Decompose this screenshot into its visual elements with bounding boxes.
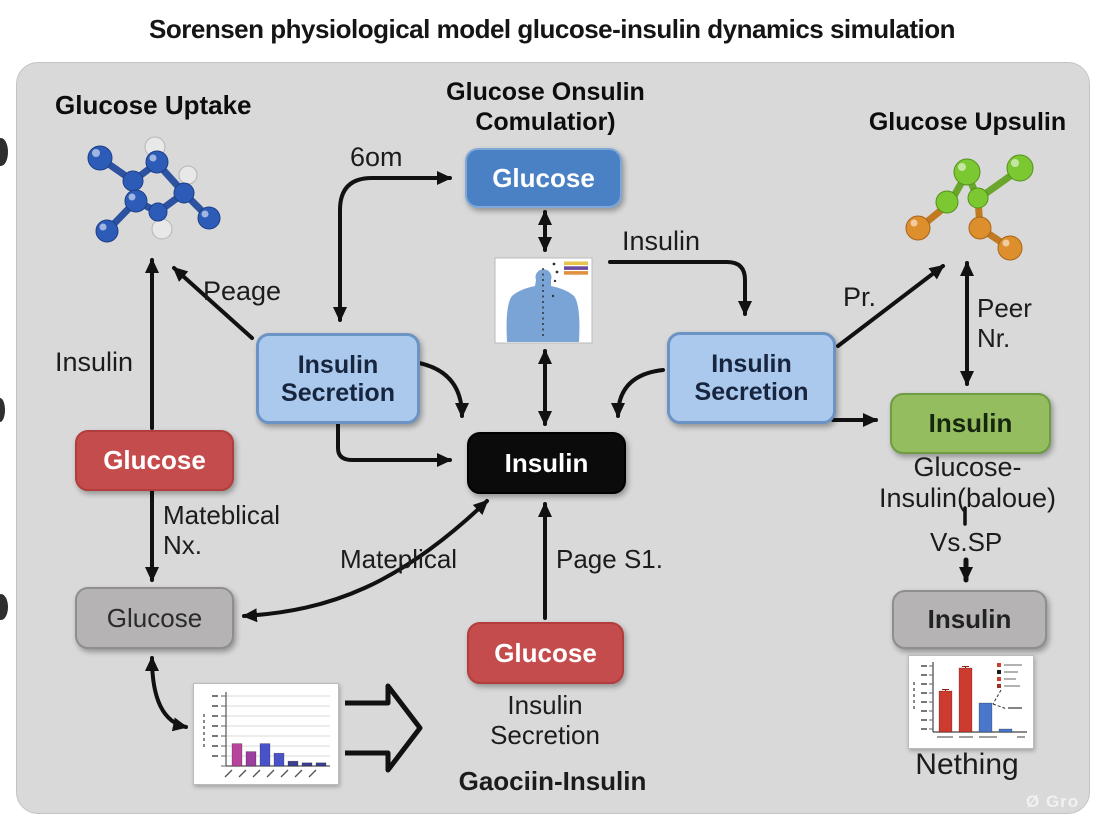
node-insulin-secretion-left: Insulin Secretion bbox=[256, 333, 420, 424]
glucose-molecule-icon bbox=[87, 136, 221, 243]
arrow-secretion-right bbox=[611, 368, 665, 418]
human-figure-icon bbox=[494, 257, 593, 344]
upsulin-molecule-icon bbox=[905, 154, 1034, 261]
label-peage: Peage bbox=[203, 276, 282, 306]
node-glucose-gray-left: Glucose bbox=[75, 587, 234, 649]
block-arrow-icon bbox=[345, 683, 423, 773]
node-insulin-gray-right: Insulin bbox=[892, 590, 1047, 649]
watermark: Ø Gro bbox=[1026, 792, 1080, 811]
node-glucose-red-left: Glucose bbox=[75, 430, 234, 491]
label-nething: Nething bbox=[915, 748, 1019, 781]
arrow-secretion-left-b bbox=[336, 418, 452, 467]
label-mateplical: Mateplical bbox=[340, 544, 458, 574]
edge-artifacts bbox=[0, 138, 8, 620]
arrow-secretion-to-glucose-top bbox=[333, 171, 452, 322]
node-insulin-green: Insulin bbox=[890, 393, 1051, 454]
label-mateblical: Mateblical Nx. bbox=[163, 500, 281, 560]
node-insulin-black: Insulin bbox=[467, 432, 626, 494]
arrow-pr bbox=[836, 264, 945, 348]
node-glucose-top: Glucose bbox=[465, 148, 622, 208]
arrow-gray-to-chart bbox=[145, 656, 188, 732]
mini-bar-chart-right bbox=[908, 655, 1034, 749]
label-insulin-secretion-text: Insulin Secretion bbox=[490, 690, 600, 750]
heading-glucose-upsulin: Glucose Upsulin bbox=[868, 108, 1067, 136]
label-peer-nr: Peer Nr. bbox=[977, 293, 1032, 353]
arrow-secretion-left-a bbox=[412, 360, 469, 418]
label-insulin-left: Insulin bbox=[55, 347, 134, 377]
arrow-insulin-to-secretion-right bbox=[608, 260, 752, 316]
node-glucose-red-bottom: Glucose bbox=[467, 622, 624, 684]
label-insulin-right: Insulin bbox=[622, 226, 701, 256]
label-vs-sp: Vs.SP bbox=[930, 527, 1003, 557]
arrow-mateplical bbox=[242, 499, 489, 623]
label-glucose-insulin-baloue: Glucose- Insulin(baloue) bbox=[878, 452, 1057, 514]
label-gaociin-insulin: Gaociin-Insulin bbox=[458, 766, 647, 796]
node-insulin-secretion-right: Insulin Secretion bbox=[667, 332, 836, 424]
label-pr: Pr. bbox=[843, 282, 877, 312]
heading-glucose-uptake: Glucose Uptake bbox=[55, 90, 252, 120]
diagram-title: Sorensen physiological model glucose-ins… bbox=[149, 14, 955, 44]
label-page-s1: Page S1. bbox=[556, 544, 663, 574]
heading-glucose-onsulin: Glucose Onsulin Comulatior) bbox=[446, 78, 645, 136]
arrow-peage bbox=[172, 266, 254, 340]
mini-bar-chart-left bbox=[193, 683, 339, 785]
label-6om: 6om bbox=[350, 142, 403, 172]
